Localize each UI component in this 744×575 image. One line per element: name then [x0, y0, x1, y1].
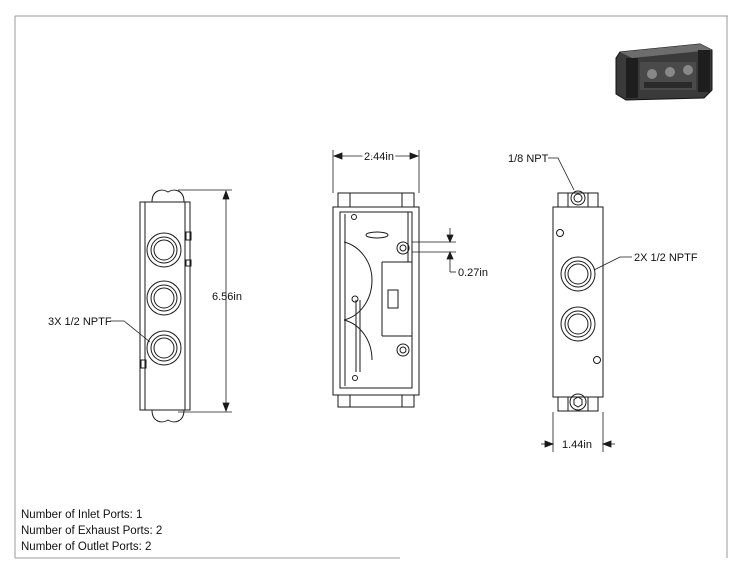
left-port-1: [146, 232, 182, 268]
pilot-port-callout: 1/8 NPT: [508, 153, 549, 165]
left-port-3: [146, 330, 182, 366]
pilot-port: [570, 190, 586, 206]
side-width-dimension-label: 1.44in: [562, 439, 592, 451]
exhaust-ports-note: Number of Exhaust Ports: 2: [21, 525, 163, 537]
right-ports-leader: [593, 256, 632, 271]
right-port-1: [560, 256, 596, 292]
width-dimension: [332, 150, 420, 193]
right-port-2: [560, 306, 596, 342]
port-notes: Number of Inlet Ports: 1 Number of Exhau…: [21, 507, 162, 555]
inlet-ports-note: Number of Inlet Ports: 1: [21, 509, 143, 521]
right-ports-callout: 2X 1/2 NPTF: [634, 252, 698, 264]
hex-plug: [569, 393, 587, 411]
isometric-thumbnail: [615, 43, 713, 101]
height-dimension: [178, 189, 232, 413]
left-port-2: [146, 280, 182, 316]
offset-dimension: [412, 228, 456, 273]
center-view: [332, 192, 420, 408]
sheet-frame: [14, 15, 728, 559]
right-view: [552, 190, 604, 412]
outlet-ports-note: Number of Outlet Ports: 2: [21, 541, 152, 553]
pilot-port-leader: [548, 157, 575, 191]
offset-dimension-label: 0.27in: [458, 267, 488, 279]
height-dimension-label: 6.56in: [212, 291, 242, 303]
left-view: [139, 189, 192, 423]
left-ports-callout: 3X 1/2 NPTF: [48, 316, 112, 328]
width-dimension-label: 2.44in: [364, 151, 394, 163]
left-ports-leader: [110, 320, 151, 343]
side-width-dimension: [541, 412, 615, 452]
